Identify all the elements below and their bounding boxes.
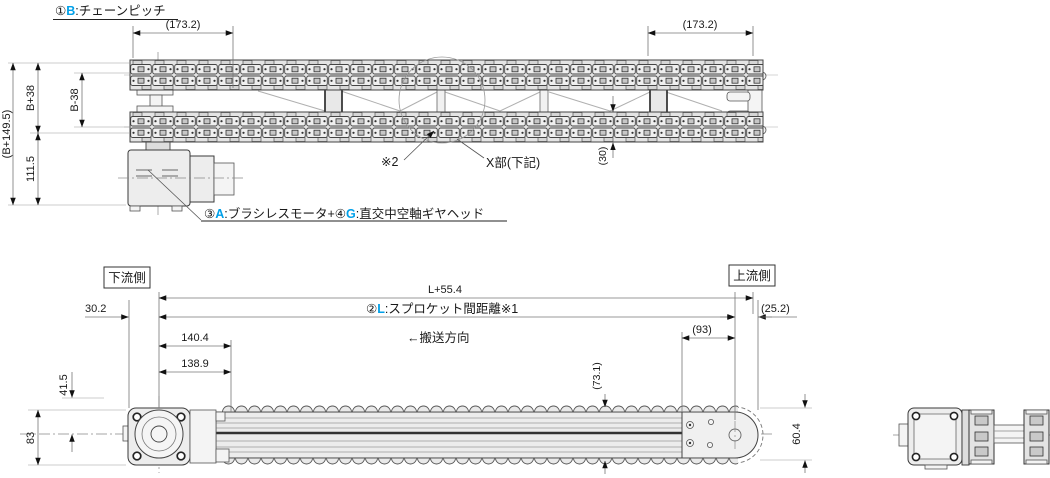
chain-strand-top <box>129 59 764 91</box>
dim-left-offset-text: 30.2 <box>85 303 106 315</box>
cross-bar-wide-2 <box>649 88 668 114</box>
dim-pitch-left-text: (173.2) <box>166 19 201 31</box>
downstream-text: 下流側 <box>108 271 146 285</box>
chain-strand-bottom <box>129 111 764 143</box>
cross-bar-thin-1 <box>436 88 446 114</box>
top-plan-view: ①B:チェーンピッチ (173.2) (173.2) (B+149.5) <box>1 4 778 222</box>
dim-total-length: L+55.4 <box>158 284 754 301</box>
end-view-shaft <box>993 424 1025 444</box>
dim-overall-width-text: (B+149.5) <box>1 110 13 159</box>
dim-total-length-text: L+55.4 <box>428 284 462 296</box>
dim-pitch-right: (173.2) <box>647 19 754 56</box>
dim-end-plate-length-text: (93) <box>692 324 712 336</box>
cross-bar-wide-1 <box>324 88 343 114</box>
dim-frame-height: (73.1) <box>591 362 608 474</box>
dim-motor-drop-text: 111.5 <box>25 156 37 182</box>
dim-drive-height-text: 83 <box>25 432 37 444</box>
side-extension-lines <box>128 292 759 420</box>
dim-140-4-text: 140.4 <box>181 332 209 344</box>
x-detail-callout: X部(下記) <box>456 138 540 170</box>
dim-140-4: 140.4 <box>158 332 232 349</box>
gearhead-shaft <box>213 162 235 196</box>
x-detail-text: X部(下記) <box>486 155 540 170</box>
conveyor-beam <box>215 404 764 466</box>
dim-chain-width: (30) <box>597 96 616 166</box>
dim-frame-height-text: (73.1) <box>591 362 603 389</box>
dim-end-plate-length: (93) <box>681 324 736 341</box>
upstream-label: 上流側 <box>728 264 776 287</box>
upstream-text: 上流側 <box>733 269 771 283</box>
dim-drive-top-text: 41.5 <box>58 374 70 395</box>
motor-callout: ③A:ブラシレスモータ+④G:直交中空軸ギヤヘッド <box>147 169 507 222</box>
end-cross-section-view <box>893 407 1050 470</box>
dim-left-column: (B+149.5) B+38 B-38 111.5 <box>1 62 130 206</box>
dim-drive-height: 83 <box>25 409 126 466</box>
motor-assembly <box>118 149 244 212</box>
chain-pitch-callout: ①B:チェーンピッチ <box>53 4 178 20</box>
gearbox-adapter <box>189 409 217 464</box>
dim-pitch-left: (173.2) <box>132 19 234 88</box>
note2-callout: ※2 <box>381 130 435 169</box>
chain-pitch-label: ①B:チェーンピッチ <box>55 4 166 18</box>
conveying-direction-text: ←搬送方向 <box>407 330 470 345</box>
dim-right-offset-text: (25.2) <box>761 303 790 315</box>
drive-shaft-assembly <box>136 87 174 152</box>
truss-members <box>257 90 723 112</box>
idler-end-plate <box>681 411 759 459</box>
dim-pitch-right-text: (173.2) <box>683 19 718 31</box>
dim-outer-width-text: B+38 <box>25 85 37 111</box>
dim-inner-width-text: B-38 <box>69 88 81 111</box>
chain-top-run <box>222 404 738 412</box>
gearbox-head <box>122 407 230 466</box>
dim-138-9: 138.9 <box>158 358 232 375</box>
dim-sprocket-distance: ②L:スプロケット間距離※1 <box>158 302 736 320</box>
dim-end-height: 60.4 <box>760 394 812 473</box>
dim-end-height-text: 60.4 <box>791 423 803 444</box>
dim-drive-top: 41.5 <box>58 372 104 452</box>
note2-text: ※2 <box>381 155 398 169</box>
chain-bottom-run <box>222 458 738 466</box>
dim-138-9-text: 138.9 <box>181 358 209 370</box>
dim-right-offset: (25.2) <box>720 303 797 320</box>
gearhead <box>189 155 215 203</box>
chain-cross-section-left <box>968 409 995 465</box>
motor-label: ③A:ブラシレスモータ+④G:直交中空軸ギヤヘッド <box>204 206 484 221</box>
dim-chain-width-text: (30) <box>597 147 609 166</box>
detail-circle-x <box>398 56 486 144</box>
downstream-label: 下流側 <box>103 266 151 289</box>
dim-left-offset: 30.2 <box>85 303 129 320</box>
sprocket-distance-label: ②L:スプロケット間距離※1 <box>366 302 518 316</box>
cross-bar-thin-2 <box>539 88 549 114</box>
chain-cross-section-right <box>1023 409 1050 465</box>
side-elevation-view: 下流側 上流側 <box>20 264 812 474</box>
